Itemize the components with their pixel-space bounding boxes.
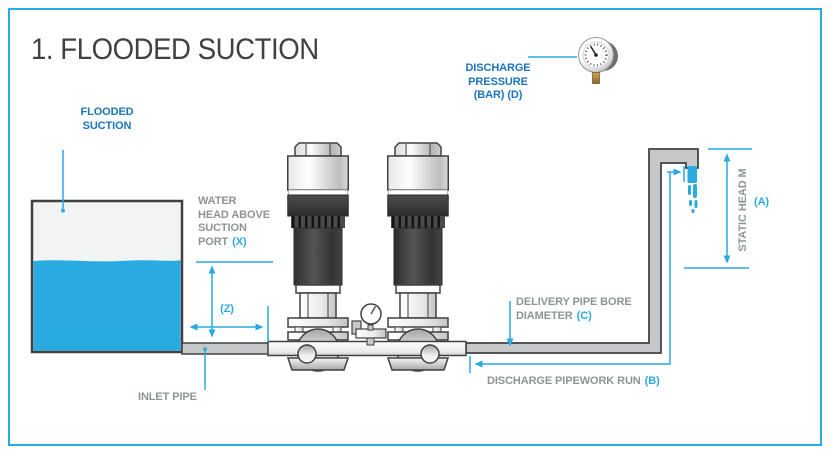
- leader-inlet-pipe: [203, 347, 207, 390]
- water-spout: [687, 166, 698, 213]
- leader-flooded-suction: [61, 150, 65, 213]
- flooded-suction-label: FLOODED SUCTION: [80, 106, 134, 132]
- inlet-pipe-shape: [181, 342, 271, 355]
- dimension-z: [189, 306, 269, 342]
- c-symbol: (C): [576, 309, 592, 322]
- z-symbol: (Z): [220, 303, 234, 315]
- tank-water: [33, 260, 181, 351]
- b-symbol: (B): [644, 375, 660, 387]
- a-symbol: (A): [754, 196, 769, 208]
- pump-port-icon: [297, 344, 317, 364]
- supply-tank-icon: [30, 199, 184, 354]
- pump-icon: [388, 143, 449, 371]
- dimension-x: [196, 261, 273, 338]
- static-head-label: STATIC HEAD M: [737, 168, 749, 252]
- pump-port-icon: [420, 344, 440, 364]
- water-head-label: WATER HEAD ABOVE SUCTION PORT(X): [198, 195, 270, 248]
- manifold-gauge-icon: [351, 303, 387, 346]
- page-title: 1. FLOODED SUCTION: [31, 33, 319, 66]
- delivery-pipe-shape: [465, 148, 699, 354]
- discharge-pressure-label: DISCHARGE PRESSURE (BAR) (D): [465, 62, 531, 101]
- inlet-pipe-label: INLET PIPE: [138, 391, 197, 403]
- dimension-b: [469, 166, 685, 373]
- pump-icon: [288, 143, 349, 371]
- x-symbol: (X): [232, 235, 247, 248]
- discharge-run-label: DISCHARGE PIPEWORK RUN(B): [487, 375, 660, 387]
- dimension-a: [684, 148, 752, 269]
- delivery-pipe-label: DELIVERY PIPE BORE DIAMETER(C): [516, 296, 632, 322]
- pressure-gauge-icon: [578, 37, 618, 84]
